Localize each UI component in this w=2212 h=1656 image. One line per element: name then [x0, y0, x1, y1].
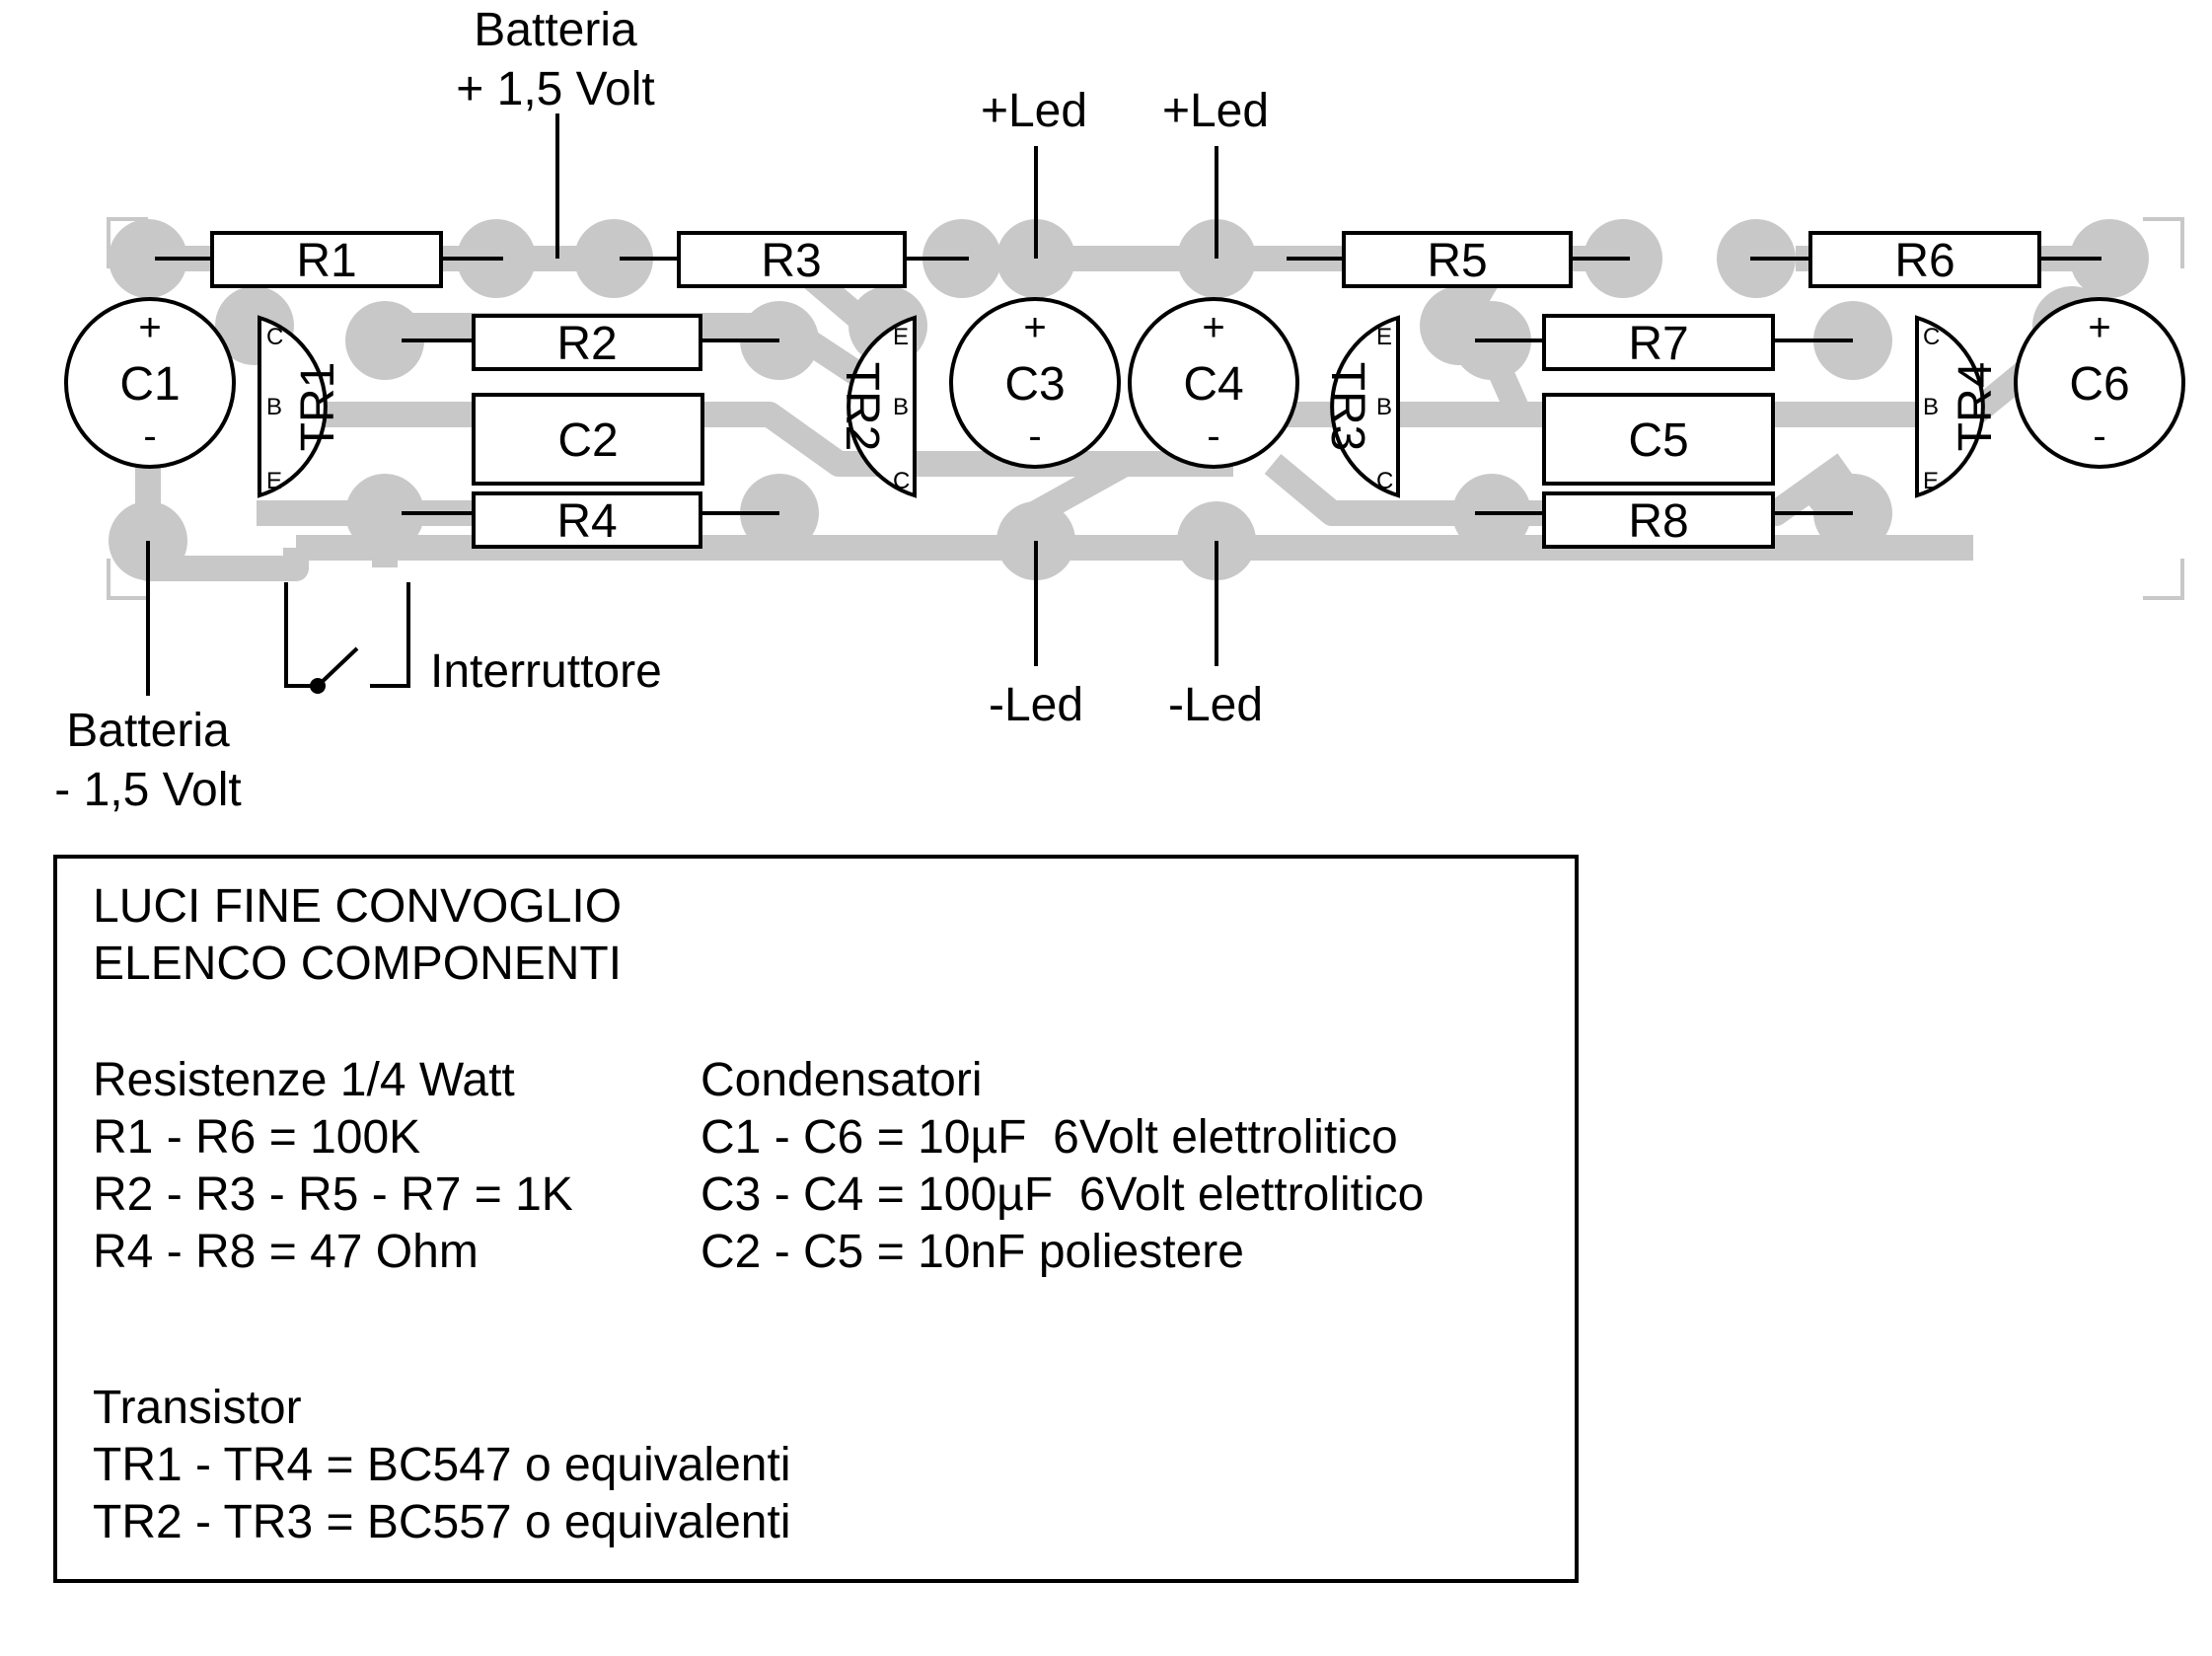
- pin-b: B: [1376, 394, 1392, 420]
- bom-subtitle: ELENCO COMPONENTI: [93, 938, 623, 990]
- pin-c: C: [266, 324, 283, 350]
- transistor-tr4: TR4 C B E: [1915, 315, 2002, 498]
- resistor-label: R4: [556, 495, 617, 548]
- resistor-spec: R1 - R6 = 100K: [93, 1111, 421, 1164]
- transistor-spec: TR1 - TR4 = BC547 o equivalenti: [93, 1439, 791, 1491]
- transistor-label: TR3: [1321, 362, 1373, 452]
- battery-plus-label: Batteria: [474, 4, 637, 56]
- capacitor-c4: C4 + -: [1128, 297, 1299, 469]
- pin-e: E: [1923, 468, 1939, 494]
- transistor-label: TR1: [292, 362, 344, 452]
- plus-sign: +: [1023, 306, 1046, 349]
- resistors-heading: Resistenze 1/4 Watt: [93, 1054, 515, 1106]
- transistors-heading: Transistor: [93, 1382, 302, 1434]
- resistor-label: R7: [1628, 318, 1688, 370]
- component-leads: [146, 113, 2101, 696]
- resistor-r2: R2: [472, 314, 702, 371]
- plus-sign: +: [138, 306, 161, 349]
- pin-b: B: [893, 394, 909, 420]
- switch-label: Interruttore: [430, 645, 662, 698]
- capacitor-c1: C1 + -: [64, 297, 236, 469]
- resistor-label: R1: [296, 235, 356, 287]
- capacitor-label: C2: [557, 414, 618, 467]
- pin-c: C: [1923, 324, 1940, 350]
- pin-e: E: [1376, 324, 1392, 350]
- transistor-tr2: TR2 E B C: [836, 315, 917, 498]
- resistor-r3: R3: [677, 231, 907, 288]
- pin-c: C: [1376, 468, 1393, 494]
- minus-sign: -: [1028, 414, 1041, 458]
- pin-c: C: [893, 468, 910, 494]
- capacitor-c5: C5: [1542, 393, 1775, 486]
- resistor-label: R6: [1894, 235, 1954, 287]
- capacitor-label: C1: [119, 358, 180, 411]
- resistor-r7: R7: [1542, 314, 1775, 371]
- led-minus-label: -Led: [989, 679, 1083, 731]
- led-plus-label: +Led: [1162, 85, 1269, 137]
- capacitor-label: C5: [1628, 414, 1688, 467]
- capacitor-label: C4: [1183, 358, 1243, 411]
- led-minus-label: -Led: [1168, 679, 1263, 731]
- transistor-label: TR2: [836, 362, 888, 452]
- transistor-spec: TR2 - TR3 = BC557 o equivalenti: [93, 1496, 791, 1548]
- minus-sign: -: [143, 414, 156, 458]
- resistor-r4: R4: [472, 491, 702, 549]
- components-list-box: LUCI FINE CONVOGLIO ELENCO COMPONENTI Re…: [53, 855, 1579, 1583]
- capacitor-c2: C2: [472, 393, 704, 486]
- resistor-r5: R5: [1342, 231, 1573, 288]
- capacitor-spec: C3 - C4 = 100µF 6Volt elettrolitico: [700, 1168, 1425, 1221]
- minus-sign: -: [1207, 414, 1219, 458]
- battery-plus-voltage: + 1,5 Volt: [456, 63, 655, 115]
- battery-minus-voltage: - 1,5 Volt: [54, 764, 241, 816]
- resistor-r6: R6: [1808, 231, 2041, 288]
- transistor-label: TR4: [1950, 362, 2002, 452]
- pin-b: B: [266, 394, 282, 420]
- minus-sign: -: [2093, 414, 2105, 458]
- resistor-label: R3: [761, 235, 821, 287]
- transistor-tr3: TR3 E B C: [1321, 315, 1400, 498]
- capacitors-heading: Condensatori: [700, 1054, 983, 1106]
- resistor-label: R2: [556, 318, 617, 370]
- resistor-spec: R2 - R3 - R5 - R7 = 1K: [93, 1168, 573, 1221]
- plus-sign: +: [1202, 306, 1224, 349]
- battery-minus-label: Batteria: [66, 705, 230, 757]
- resistor-r1: R1: [210, 231, 443, 288]
- resistor-r8: R8: [1542, 491, 1775, 549]
- resistor-label: R8: [1628, 495, 1688, 548]
- transistor-tr1: TR1 C B E: [258, 315, 344, 498]
- pin-e: E: [266, 468, 282, 494]
- plus-sign: +: [2088, 306, 2110, 349]
- capacitor-spec: C2 - C5 = 10nF poliestere: [700, 1226, 1244, 1278]
- capacitor-label: C3: [1004, 358, 1065, 411]
- capacitor-c3: C3 + -: [949, 297, 1121, 469]
- pin-e: E: [893, 324, 909, 350]
- capacitor-spec: C1 - C6 = 10µF 6Volt elettrolitico: [700, 1111, 1398, 1164]
- resistor-spec: R4 - R8 = 47 Ohm: [93, 1226, 479, 1278]
- capacitor-label: C6: [2069, 358, 2129, 411]
- resistor-label: R5: [1427, 235, 1487, 287]
- capacitor-c6: C6 + -: [2014, 297, 2185, 469]
- led-plus-label: +Led: [981, 85, 1087, 137]
- board-corner-marks: [107, 217, 2184, 600]
- switch-symbol: [284, 582, 410, 694]
- pin-b: B: [1923, 394, 1939, 420]
- bom-title: LUCI FINE CONVOGLIO: [93, 880, 623, 933]
